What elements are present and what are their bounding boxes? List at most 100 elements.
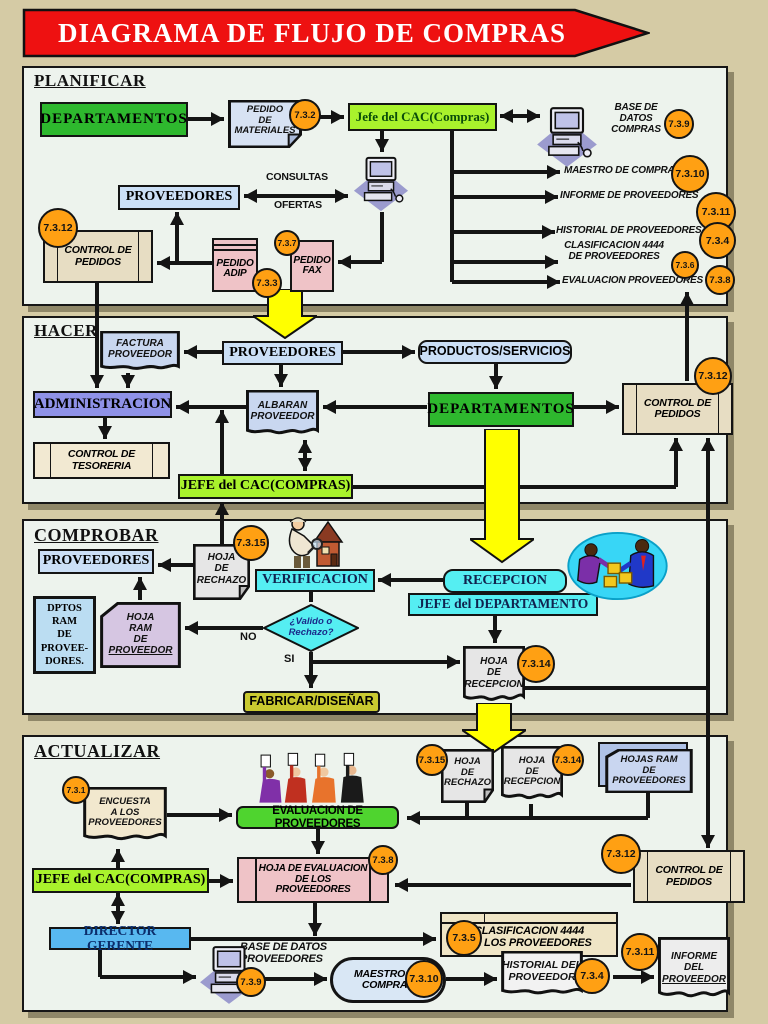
flow-arrowhead — [111, 911, 125, 924]
flow-line — [452, 230, 555, 234]
planificar-pedido-adip-box: PEDIDO ADIP — [212, 238, 258, 292]
flow-line — [313, 903, 317, 936]
badge-7-3-9: 7.3.9 — [236, 967, 266, 997]
flow-line — [574, 405, 619, 409]
doc-label: HOJAS RAM DE PROVEEDORES — [612, 754, 686, 787]
badge-7-3-8: 7.3.8 — [705, 265, 735, 295]
comprobar-verificacion-box: VERIFICACION — [255, 569, 375, 592]
base-datos-compras-label: BASE DE DATOS COMPRAS — [611, 102, 661, 135]
planificar-heading: PLANIFICAR — [34, 71, 146, 90]
hacer-heading: HACER — [34, 321, 98, 340]
doc-label-underlined: PROVEEDOR — [662, 973, 726, 985]
doc-label: HISTORIAL DEL PROVEEDOR — [501, 958, 583, 983]
doc-label: HOJA DE RECHAZO — [196, 552, 247, 586]
flow-arrowhead — [157, 256, 170, 270]
flow-line — [157, 261, 212, 265]
badge-7-3-5: 7.3.5 — [446, 920, 482, 956]
flow-arrowhead — [184, 345, 197, 359]
flow-line — [685, 292, 689, 381]
flow-line — [158, 563, 193, 567]
flow-line — [116, 893, 120, 924]
flow-line — [646, 793, 650, 818]
title-banner: DIAGRAMA DE FLUJO DE COMPRAS — [22, 8, 653, 58]
flow-arrowhead — [90, 375, 104, 388]
doc-label: ENCUESTA A LOS PROVEEDORES — [88, 796, 162, 829]
doc-label-top: HOJA RAM DE — [126, 611, 155, 645]
flow-line — [407, 816, 648, 820]
badge-7-3-11: 7.3.11 — [621, 933, 659, 971]
doc-label-top: INFORME DEL — [670, 951, 718, 974]
maestro-compras-label: MAESTRO DE COMPRAS — [564, 165, 681, 176]
yellow-flow-arrow-planificar-hacer — [253, 289, 317, 339]
flow-line — [380, 212, 384, 262]
flow-arrowhead — [641, 970, 654, 984]
flow-line — [191, 937, 436, 941]
flow-line — [176, 405, 246, 409]
flow-line — [529, 804, 533, 818]
goods-delivery-clipart — [566, 531, 669, 601]
flow-line — [674, 438, 678, 487]
flow-line — [323, 405, 427, 409]
comprobar-heading: COMPROBAR — [34, 525, 159, 545]
badge-7-3-10: 7.3.10 — [671, 155, 709, 193]
flow-arrowhead — [606, 400, 619, 414]
flow-arrowhead — [545, 190, 558, 204]
badge-7-3-2: 7.3.2 — [289, 99, 321, 131]
yellow-flow-arrow-hacer-comprobar — [470, 429, 534, 564]
flow-arrowhead — [547, 275, 560, 289]
box-label: HOJA DE EVALUACION DE LOS PROVEEDORES — [258, 863, 368, 896]
box-label: PEDIDO ADIP — [216, 257, 254, 279]
flow-line — [244, 194, 348, 198]
badge-7-3-7: 7.3.7 — [274, 230, 300, 256]
flow-line — [188, 117, 224, 121]
flow-line — [220, 410, 224, 474]
flow-line — [311, 660, 460, 664]
flow-line — [493, 616, 497, 643]
hacer-factura-proveedor-doc: FACTURA PROVEEDOR — [100, 331, 180, 373]
badge-7-3-12: 7.3.12 — [694, 357, 732, 395]
flow-arrowhead — [158, 558, 171, 572]
flow-arrowhead — [338, 255, 351, 269]
flow-arrowhead — [133, 577, 147, 590]
yellow-flow-arrow-comprobar-actualizar — [462, 703, 526, 753]
badge-7-3-14: 7.3.14 — [517, 645, 555, 683]
flow-arrowhead — [111, 893, 125, 906]
comprobar-proveedores-box: PROVEEDORES — [38, 549, 154, 574]
decision-label: ¿Valido o Rechazo? — [288, 616, 334, 638]
box-label: PEDIDO FAX — [293, 254, 331, 276]
flow-line — [525, 686, 708, 690]
historial-proveedores-label: HISTORIAL DE PROVEEDORES — [556, 225, 702, 236]
planificar-departamentos-box: DEPARTAMENTOS — [40, 102, 188, 137]
flow-line — [452, 280, 560, 284]
flow-arrowhead — [111, 849, 125, 862]
flow-line — [248, 977, 327, 981]
evaluacion-proveedores-label: EVALUACION PROVEEDORES — [562, 275, 703, 286]
hacer-departamentos-box: DEPARTAMENTOS — [427, 392, 574, 427]
si-label: SI — [284, 653, 295, 665]
flow-arrowhead — [121, 375, 135, 388]
hacer-control-pedidos-box: CONTROL DE PEDIDOS — [622, 383, 733, 435]
hacer-proveedores-box: PROVEEDORES — [222, 341, 343, 365]
comprobar-fabricar-box: FABRICAR/DISEÑAR — [243, 691, 380, 713]
flow-line — [446, 977, 497, 981]
badge-7-3-14: 7.3.14 — [552, 744, 584, 776]
badge-7-3-9: 7.3.9 — [664, 109, 694, 139]
badge-7-3-15: 7.3.15 — [233, 525, 269, 561]
flow-arrowhead — [219, 808, 232, 822]
doc-label: INFORME DEL PROVEEDOR — [658, 937, 730, 999]
flow-arrowhead — [215, 410, 229, 423]
page-title: DIAGRAMA DE FLUJO DE COMPRAS — [58, 17, 567, 48]
flow-arrowhead — [395, 878, 408, 892]
flow-arrowhead — [701, 835, 715, 848]
inspection-clipart — [286, 514, 346, 570]
actualizar-encuesta-doc: ENCUESTA A LOS PROVEEDORES — [83, 787, 167, 845]
actualizar-historial-proveedor-doc: HISTORIAL DEL PROVEEDOR — [501, 951, 583, 998]
flow-arrowhead — [542, 225, 555, 239]
flow-arrowhead — [669, 438, 683, 451]
comprobar-hoja-ram-doc: HOJA RAM DE PROVEEDOR — [100, 602, 181, 668]
flow-line — [378, 578, 443, 582]
flow-line — [452, 170, 560, 174]
flow-arrowhead — [98, 426, 112, 439]
hacer-administracion-box: ADMINISTRACION — [33, 391, 172, 418]
badge-7-3-12: 7.3.12 — [601, 834, 641, 874]
